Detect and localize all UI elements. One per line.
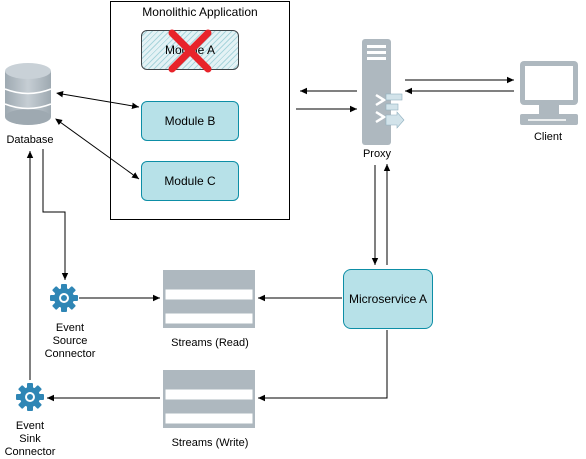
source-connector-line1: Event — [55, 322, 85, 334]
database-label: Database — [6, 134, 54, 146]
streams-write-label: Streams (Write) — [171, 437, 249, 449]
sink-connector-line3: Connector — [4, 446, 56, 458]
module-b: Module B — [141, 101, 239, 141]
sink-connector-gear-icon — [16, 383, 44, 411]
streams-read-icon — [163, 270, 255, 328]
module-a: Module A — [141, 30, 239, 70]
microservice-a: Microservice A — [343, 269, 433, 329]
sink-connector-line2: Sink — [19, 433, 41, 445]
monolith-title: Monolithic Application — [142, 5, 258, 19]
source-connector-gear-icon — [50, 284, 78, 312]
database-icon — [4, 63, 52, 125]
microservice-to-streams-write-arrow — [258, 330, 388, 402]
db-to-source-connector-arrow — [42, 149, 69, 280]
proxy-label: Proxy — [362, 148, 392, 160]
streams-read-label: Streams (Read) — [171, 337, 249, 349]
streams-write-icon — [163, 370, 255, 428]
source-connector-line3: Connector — [44, 348, 96, 360]
proxy-server-icon — [362, 39, 405, 145]
monitor-icon — [520, 61, 578, 125]
source-connector-line2: Source — [52, 335, 88, 347]
client-label: Client — [533, 131, 563, 143]
sink-connector-line1: Event — [15, 420, 45, 432]
module-c: Module C — [141, 161, 239, 201]
